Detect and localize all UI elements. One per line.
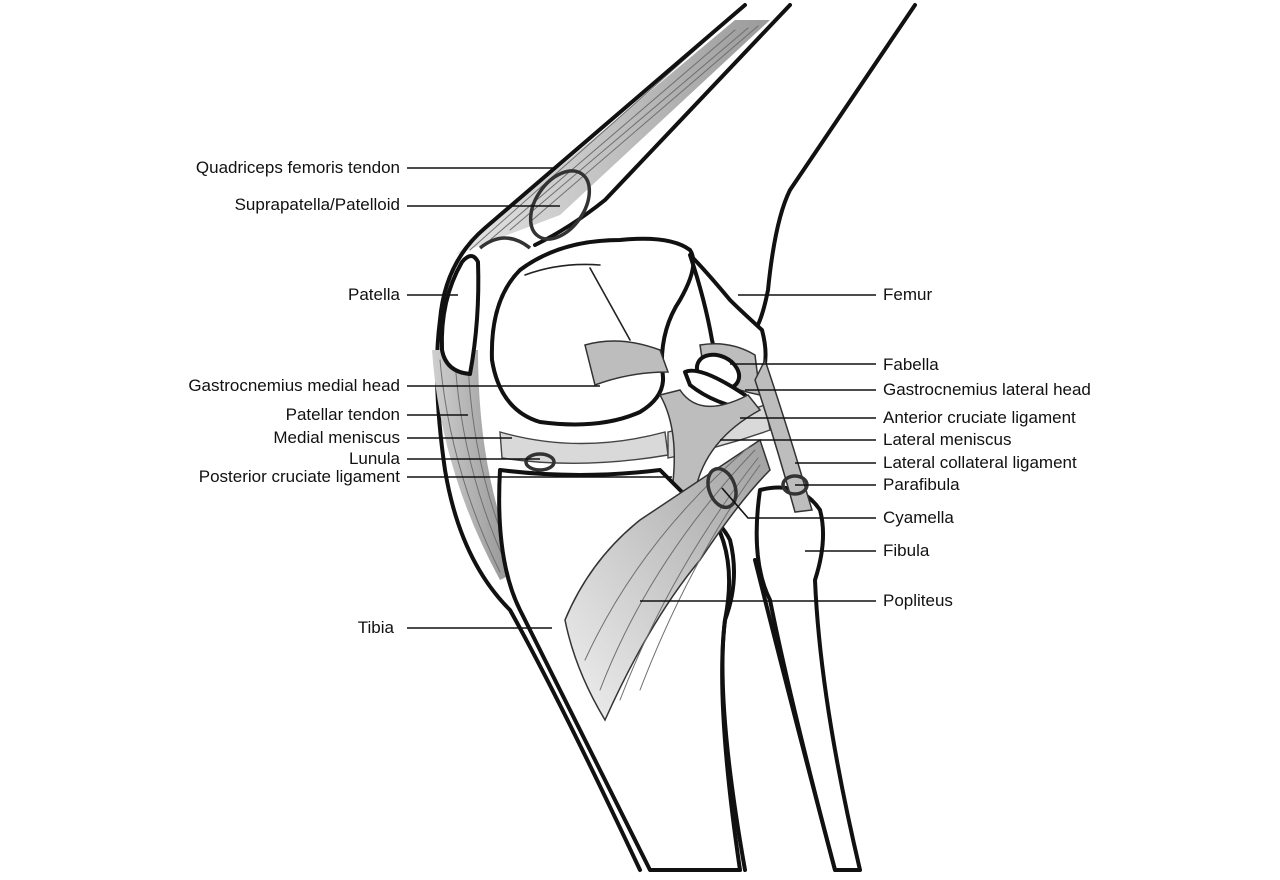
label-posterior-cruciate-ligament: Posterior cruciate ligament [198,467,400,486]
label-parafibula: Parafibula [883,475,960,494]
cyamella-ring [706,466,738,510]
label-lunula: Lunula [348,449,400,468]
femur-posterior-outline [753,3,917,332]
leader-lines-left [407,167,672,629]
label-patellar-tendon: Patellar tendon [285,405,400,424]
anterior-leg-outline [434,3,747,872]
fibula-bone [754,485,862,872]
tibia-posterior-outline [698,498,747,872]
quad-tendon-posterior-edge [533,3,792,247]
leader-lines-right [640,294,876,602]
suprapatella-ring [528,169,592,241]
lateral-collateral-ligament-shape [754,358,813,513]
lunula-ring [524,452,556,472]
cruciate-ligaments-shape [658,389,762,493]
fibula-shaft-line [753,558,837,872]
label-fibula: Fibula [883,541,930,560]
condyle-line-2 [589,267,631,341]
label-medial-meniscus: Medial meniscus [273,428,400,447]
label-popliteus: Popliteus [883,591,953,610]
patelloid-arc [478,236,532,250]
label-gastrocnemius-medial-head: Gastrocnemius medial head [188,376,400,395]
label-fabella: Fabella [883,355,939,374]
label-cyamella: Cyamella [883,508,954,527]
label-patella: Patella [348,285,400,304]
label-quadriceps-femoris-tendon: Quadriceps femoris tendon [195,158,400,177]
condyle-line-1 [524,263,601,276]
label-lateral-collateral-ligament: Lateral collateral ligament [883,453,1077,472]
label-gastrocnemius-lateral-head: Gastrocnemius lateral head [883,380,1091,399]
gastrocnemius-medial-head-shape [584,340,670,386]
label-suprapatella-patelloid: Suprapatella/Patelloid [234,195,400,214]
quadriceps-tendon-shape [455,20,770,255]
label-femur: Femur [883,285,933,304]
label-tibia: Tibia [357,618,394,637]
label-anterior-cruciate-ligament: Anterior cruciate ligament [883,408,1076,427]
patella-bone [439,254,481,376]
label-lateral-meniscus: Lateral meniscus [883,430,1012,449]
